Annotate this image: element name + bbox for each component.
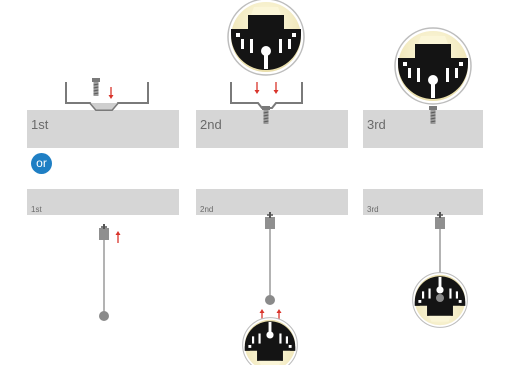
top-surface-2nd: [196, 110, 348, 148]
profile-2nd: [227, 0, 305, 76]
arrows-2nd: [253, 81, 280, 95]
screw-3rd: [428, 105, 438, 125]
mounting-clip-2nd: [230, 82, 303, 109]
arrow-bottom-1st: [116, 231, 121, 243]
top-step-3-label: 3rd: [367, 117, 386, 132]
bottom-step-2-label: 2nd: [200, 205, 214, 214]
profile-bottom-2nd: [243, 318, 298, 365]
bottom-surface-1st: [27, 189, 179, 215]
profile-3rd: [394, 27, 472, 105]
top-surface-1st: [27, 110, 179, 148]
top-step-2-label: 2nd: [200, 117, 222, 132]
bottom-surface-3rd: [363, 189, 483, 215]
screw-1st: [91, 77, 101, 97]
cable-2nd: [265, 212, 275, 305]
top-surface-3rd: [363, 110, 483, 148]
cable-1st: [99, 224, 109, 321]
or-badge: or: [31, 153, 52, 174]
arrow-1st: [107, 86, 115, 100]
bottom-step-3-label: 3rd: [367, 205, 379, 214]
bottom-surface-2nd: [196, 189, 348, 215]
mounting-clip-1st: [65, 82, 149, 111]
bottom-step-1-label: 1st: [31, 205, 42, 214]
profile-bottom-3rd: [413, 273, 468, 328]
top-step-1-label: 1st: [31, 117, 49, 132]
screw-2nd: [261, 105, 271, 125]
